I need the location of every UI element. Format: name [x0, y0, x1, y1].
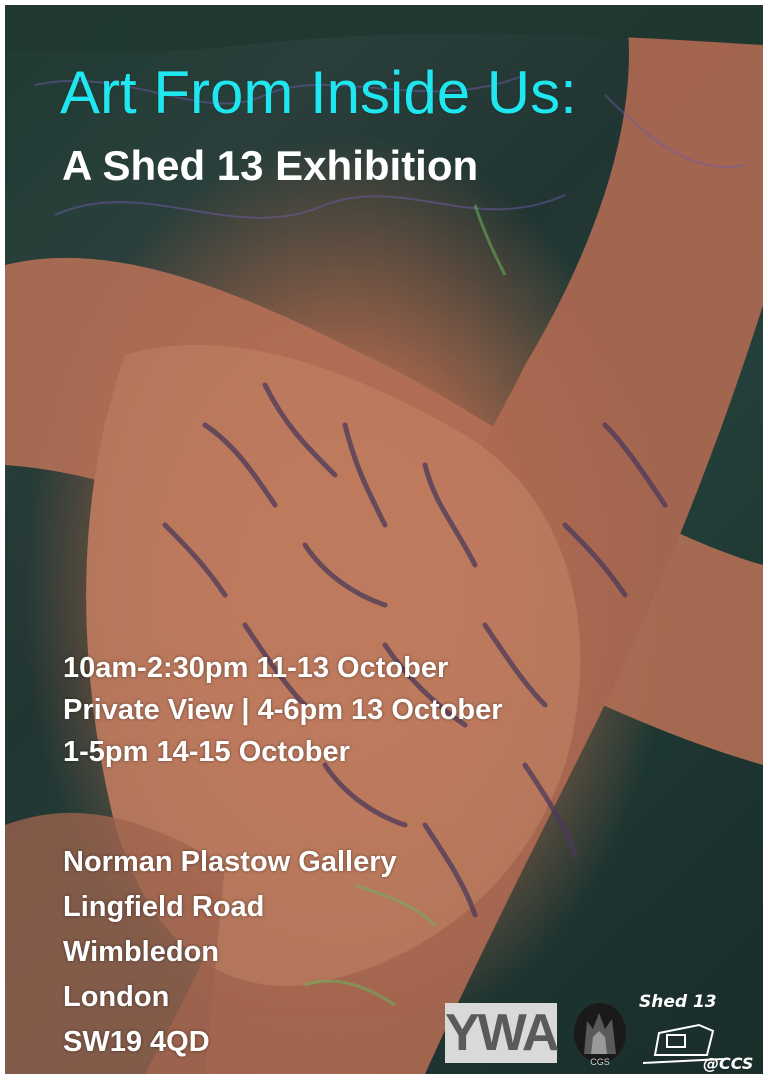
address-line: Wimbledon: [63, 936, 220, 968]
schedule-line: 1-5pm 14-15 October: [63, 736, 350, 768]
ccs-logo-label: @CCS: [703, 1054, 753, 1073]
cgs-logo-label: CGS: [590, 1057, 610, 1067]
poster-title: Art From Inside Us:: [60, 59, 577, 126]
poster-subtitle: A Shed 13 Exhibition: [62, 142, 479, 189]
shed13-logo: Shed 13 @CCS: [639, 992, 753, 1073]
address-line: Lingfield Road: [63, 891, 265, 923]
exhibition-poster: Art From Inside Us: A Shed 13 Exhibition…: [5, 5, 763, 1074]
address-line: London: [63, 981, 170, 1013]
shed13-logo-label: Shed 13: [639, 992, 717, 1012]
schedule-line: Private View | 4-6pm 13 October: [63, 694, 503, 726]
address-block: Norman Plastow Gallery Lingfield Road Wi…: [63, 840, 397, 1065]
sponsor-logos: YWA CGS Shed 13 @CCS: [445, 983, 760, 1073]
schedule-line: 10am-2:30pm 11-13 October: [63, 652, 449, 684]
cgs-logo: CGS: [574, 1003, 626, 1067]
painting-background: [5, 5, 763, 1074]
address-line: SW19 4QD: [63, 1026, 210, 1058]
address-line: Norman Plastow Gallery: [63, 846, 397, 878]
ywa-logo: YWA: [445, 1003, 559, 1063]
schedule-block: 10am-2:30pm 11-13 October Private View |…: [63, 647, 503, 773]
